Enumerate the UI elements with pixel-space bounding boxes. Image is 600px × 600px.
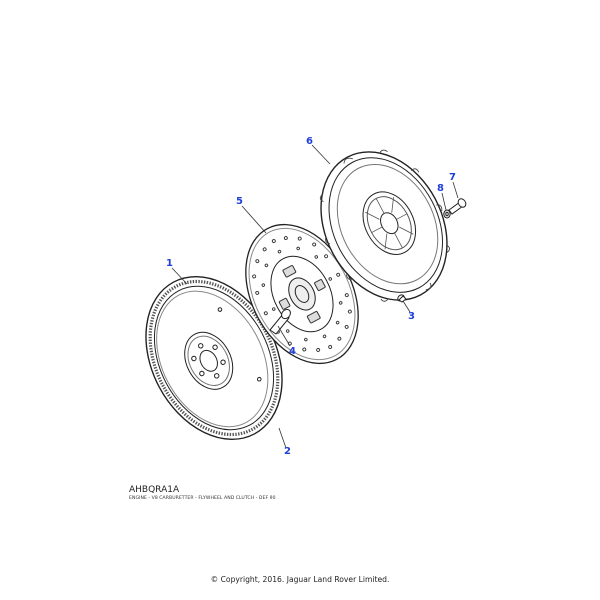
leader-lines xyxy=(171,144,459,449)
callout-2[interactable]: 2 xyxy=(284,446,291,457)
callout-7[interactable]: 7 xyxy=(449,172,456,183)
callout-8[interactable]: 8 xyxy=(437,183,444,194)
callout-1[interactable]: 1 xyxy=(166,258,173,269)
diagram-title: ENGINE - V8 CARBURETTER - FLYWHEEL AND C… xyxy=(129,496,276,501)
copyright-notice: © Copyright, 2016. Jaguar Land Rover Lim… xyxy=(210,575,390,584)
bolt-4-illustration xyxy=(269,308,291,335)
dowel-3-illustration xyxy=(397,294,407,303)
callout-6[interactable]: 6 xyxy=(306,136,313,147)
callout-4[interactable]: 4 xyxy=(289,346,296,357)
diagram-code: AHBQRA1A xyxy=(129,485,180,495)
flywheel-illustration xyxy=(145,275,283,441)
pressure-plate-illustration xyxy=(319,149,450,302)
callout-3[interactable]: 3 xyxy=(408,311,415,322)
bolt-7-illustration xyxy=(448,198,467,215)
washer-8-illustration xyxy=(443,209,451,219)
callout-5[interactable]: 5 xyxy=(236,196,243,207)
